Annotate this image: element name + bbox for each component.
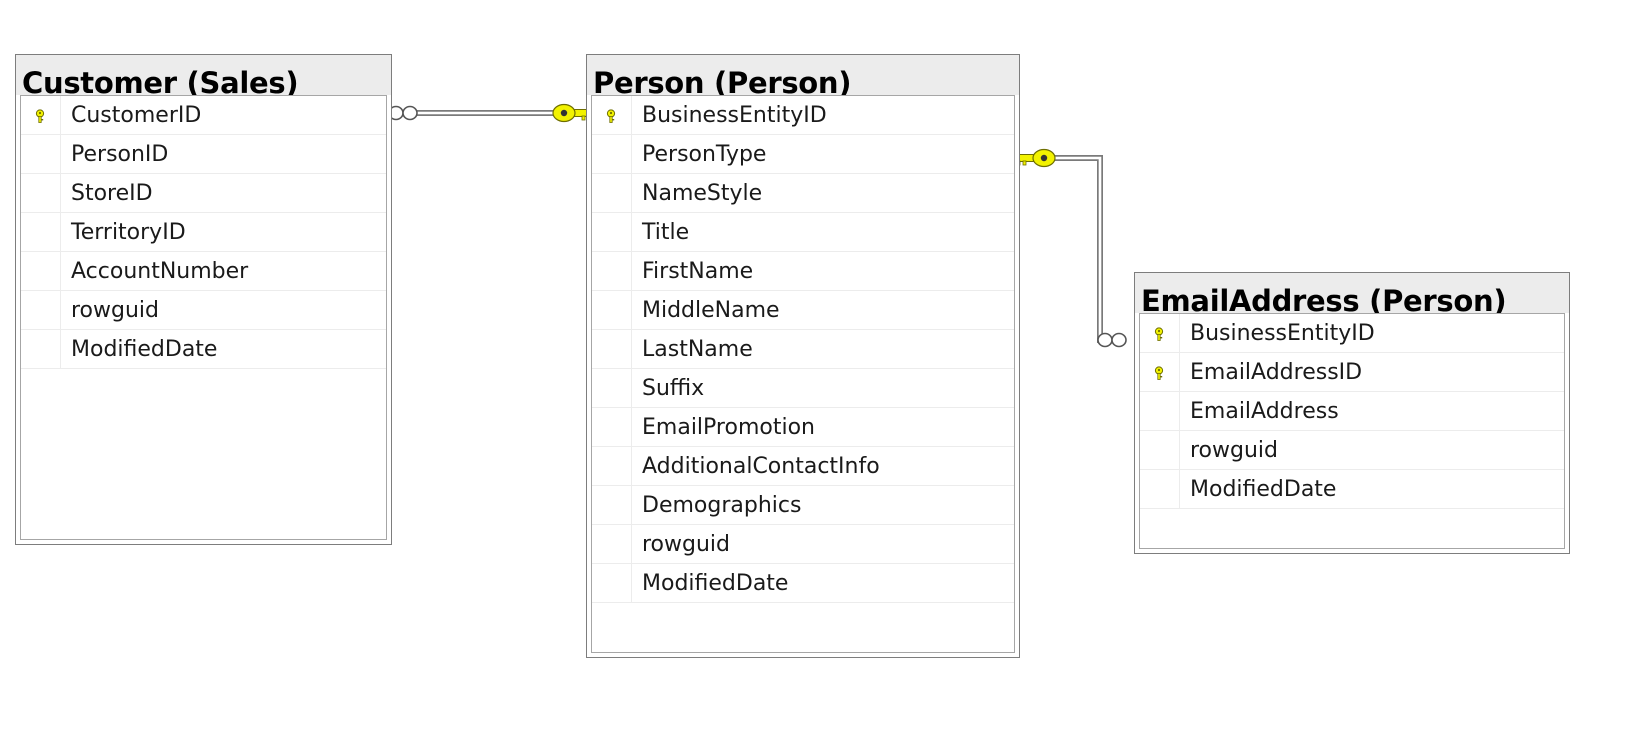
- row-selector[interactable]: [21, 252, 61, 290]
- column-name: ModifiedDate: [71, 337, 218, 362]
- table-customer[interactable]: Customer (Sales) CustomerID PersonID Store…: [15, 54, 392, 545]
- row-selector[interactable]: [592, 252, 632, 290]
- column-name: PersonType: [642, 142, 767, 167]
- column-name: TerritoryID: [71, 220, 186, 245]
- column-name: CustomerID: [71, 103, 202, 128]
- table-title: Customer (Sales): [22, 66, 299, 95]
- column-row[interactable]: EmailPromotion: [592, 408, 1014, 447]
- table-title-bar[interactable]: Person (Person): [587, 55, 1019, 95]
- column-row[interactable]: PersonType: [592, 135, 1014, 174]
- row-selector[interactable]: [1140, 470, 1180, 508]
- table-title: Person (Person): [593, 66, 852, 95]
- column-name: rowguid: [1190, 438, 1278, 463]
- table-title-bar[interactable]: EmailAddress (Person): [1135, 273, 1569, 313]
- table-person[interactable]: Person (Person) BusinessEntityID PersonTy…: [586, 54, 1020, 658]
- column-grid: CustomerID PersonID StoreID TerritoryID Acco…: [20, 95, 387, 540]
- column-row[interactable]: PersonID: [21, 135, 386, 174]
- column-name: Title: [642, 220, 690, 245]
- column-name: rowguid: [71, 298, 159, 323]
- row-selector[interactable]: [592, 96, 632, 134]
- row-selector[interactable]: [592, 408, 632, 446]
- column-row[interactable]: AdditionalContactInfo: [592, 447, 1014, 486]
- column-row[interactable]: rowguid: [21, 291, 386, 330]
- row-selector[interactable]: [592, 369, 632, 407]
- column-row[interactable]: Title: [592, 213, 1014, 252]
- column-name: LastName: [642, 337, 753, 362]
- many-end-infinity-icon: [388, 105, 418, 121]
- row-selector[interactable]: [592, 135, 632, 173]
- row-selector[interactable]: [21, 96, 61, 134]
- row-selector[interactable]: [592, 174, 632, 212]
- row-selector[interactable]: [1140, 431, 1180, 469]
- row-selector[interactable]: [1140, 392, 1180, 430]
- column-name: AdditionalContactInfo: [642, 454, 880, 479]
- one-end-key-icon: [1013, 148, 1056, 168]
- column-row[interactable]: FirstName: [592, 252, 1014, 291]
- relationship-line[interactable]: [1013, 148, 1127, 348]
- column-row[interactable]: rowguid: [1140, 431, 1564, 470]
- row-selector[interactable]: [21, 291, 61, 329]
- column-row[interactable]: NameStyle: [592, 174, 1014, 213]
- column-name: BusinessEntityID: [642, 103, 827, 128]
- row-selector[interactable]: [592, 564, 632, 602]
- table-emailaddress[interactable]: EmailAddress (Person) BusinessEntityID Em…: [1134, 272, 1570, 554]
- table-title-bar[interactable]: Customer (Sales): [16, 55, 391, 95]
- column-name: FirstName: [642, 259, 754, 284]
- row-selector[interactable]: [21, 330, 61, 368]
- row-selector[interactable]: [21, 174, 61, 212]
- column-row[interactable]: ModifiedDate: [1140, 470, 1564, 509]
- column-name: rowguid: [642, 532, 730, 557]
- column-row[interactable]: Suffix: [592, 369, 1014, 408]
- column-name: StoreID: [71, 181, 153, 206]
- column-name: ModifiedDate: [642, 571, 789, 596]
- column-row[interactable]: MiddleName: [592, 291, 1014, 330]
- column-row[interactable]: ModifiedDate: [21, 330, 386, 369]
- row-selector[interactable]: [592, 213, 632, 251]
- column-name: AccountNumber: [71, 259, 249, 284]
- column-row[interactable]: rowguid: [592, 525, 1014, 564]
- column-grid: BusinessEntityID EmailAddressID EmailAddre…: [1139, 313, 1565, 549]
- column-row[interactable]: EmailAddressID: [1140, 353, 1564, 392]
- row-selector[interactable]: [592, 486, 632, 524]
- column-row[interactable]: BusinessEntityID: [1140, 314, 1564, 353]
- column-name: EmailAddressID: [1190, 360, 1363, 385]
- row-selector[interactable]: [21, 135, 61, 173]
- column-row[interactable]: StoreID: [21, 174, 386, 213]
- column-row[interactable]: EmailAddress: [1140, 392, 1564, 431]
- column-row[interactable]: BusinessEntityID: [592, 96, 1014, 135]
- column-name: Suffix: [642, 376, 705, 401]
- column-name: EmailPromotion: [642, 415, 815, 440]
- row-selector[interactable]: [592, 291, 632, 329]
- column-name: ModifiedDate: [1190, 477, 1337, 502]
- row-selector[interactable]: [1140, 353, 1180, 391]
- column-name: MiddleName: [642, 298, 780, 323]
- column-name: EmailAddress: [1190, 399, 1339, 424]
- column-row[interactable]: TerritoryID: [21, 213, 386, 252]
- column-row[interactable]: CustomerID: [21, 96, 386, 135]
- column-row[interactable]: LastName: [592, 330, 1014, 369]
- column-name: NameStyle: [642, 181, 763, 206]
- row-selector[interactable]: [592, 447, 632, 485]
- row-selector[interactable]: [592, 525, 632, 563]
- column-name: Demographics: [642, 493, 802, 518]
- row-selector[interactable]: [1140, 314, 1180, 352]
- many-end-infinity-icon: [1097, 332, 1127, 348]
- column-row[interactable]: ModifiedDate: [592, 564, 1014, 603]
- column-row[interactable]: AccountNumber: [21, 252, 386, 291]
- column-row[interactable]: Demographics: [592, 486, 1014, 525]
- row-selector[interactable]: [21, 213, 61, 251]
- table-title: EmailAddress (Person): [1141, 284, 1507, 313]
- column-name: BusinessEntityID: [1190, 321, 1375, 346]
- relationship-line[interactable]: [388, 103, 595, 123]
- column-name: PersonID: [71, 142, 169, 167]
- row-selector[interactable]: [592, 330, 632, 368]
